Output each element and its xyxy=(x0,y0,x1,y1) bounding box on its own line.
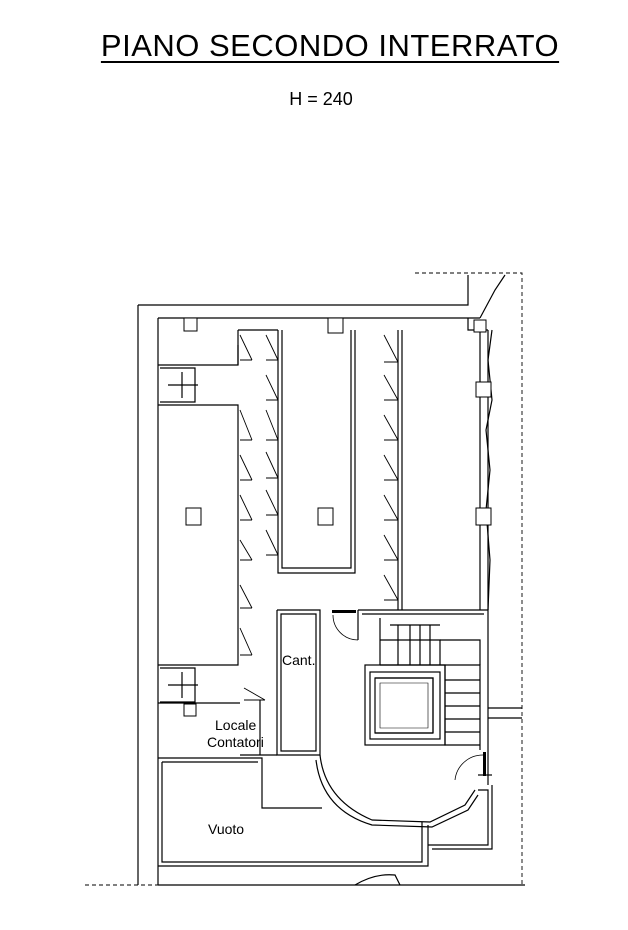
column xyxy=(183,703,197,717)
cellar-block-right xyxy=(397,330,403,610)
column xyxy=(185,507,202,526)
bottom-right-detail xyxy=(354,874,401,886)
cellar-doors xyxy=(239,334,399,701)
columns xyxy=(183,317,492,717)
right-exit xyxy=(488,707,522,719)
room-label-contatori: Contatori xyxy=(207,734,264,750)
column xyxy=(183,317,198,332)
outer-walls xyxy=(137,275,525,886)
cellar-block-left xyxy=(158,329,278,704)
room-label-locale: Locale xyxy=(215,717,256,733)
height-label: H = 240 xyxy=(289,89,353,109)
column xyxy=(473,319,487,333)
property-boundary xyxy=(85,272,523,886)
column xyxy=(317,507,334,526)
room-label-cantina: Cant. xyxy=(282,652,315,668)
plan-title: PIANO SECONDO INTERRATO xyxy=(100,28,560,63)
lower-walls xyxy=(158,750,493,867)
door-jambs xyxy=(332,610,486,776)
curved-wall xyxy=(315,614,484,828)
column xyxy=(475,507,492,526)
cellar-block-center xyxy=(277,330,356,574)
stair-core xyxy=(357,609,489,750)
right-wall xyxy=(479,330,489,610)
column xyxy=(327,317,344,334)
room-label-vuoto: Vuoto xyxy=(208,821,244,837)
column xyxy=(475,381,492,398)
elevator xyxy=(364,664,446,746)
